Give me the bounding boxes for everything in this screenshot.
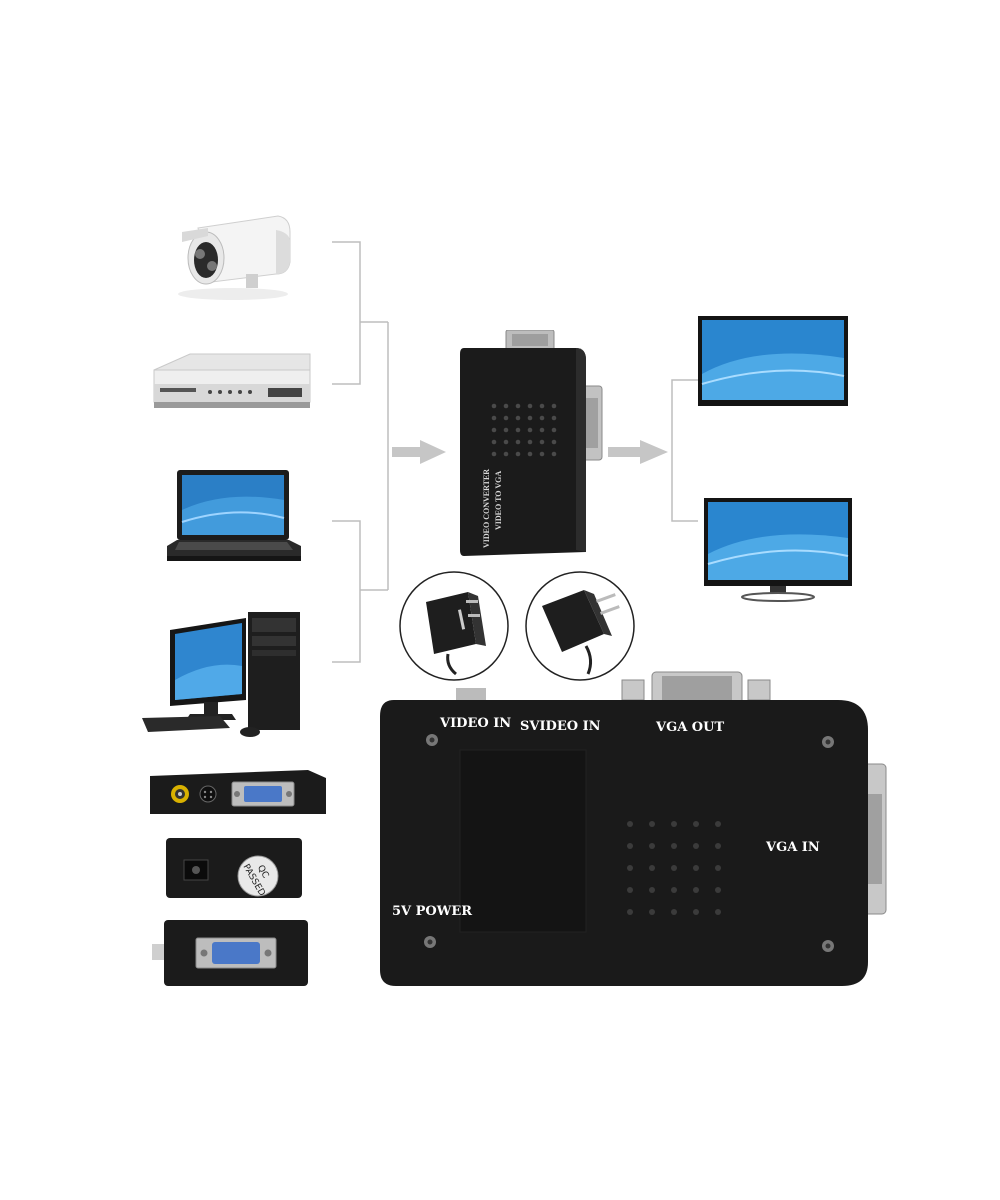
power-adapter-us-image — [399, 571, 509, 681]
monitor-bottom-image — [704, 498, 852, 602]
label-5v-power: 5V POWER — [392, 904, 473, 919]
converter-label-line2: VIDEO TO VGA — [494, 470, 503, 530]
small-converter-device: VIDEO CONVERTER VIDEO TO VGA — [458, 330, 618, 562]
label-video-in: VIDEO IN — [440, 716, 512, 731]
desktop-computer-image — [142, 612, 300, 737]
laptop-image — [167, 470, 301, 561]
converter-front-ports-image — [150, 770, 326, 814]
label-svideo-in: SVIDEO IN — [520, 719, 601, 734]
monitor-top-image — [698, 316, 848, 406]
security-camera-image — [178, 215, 291, 300]
main-converter-device: VIDEO IN SVIDEO IN VGA OUT VGA IN 5V POW… — [372, 664, 892, 992]
converter-side-power-image: QC PASSED — [166, 838, 302, 898]
power-adapter-eu-image — [525, 571, 635, 681]
converter-back-vga-image — [152, 920, 308, 986]
label-vga-in: VGA IN — [766, 840, 820, 855]
label-vga-out: VGA OUT — [656, 720, 725, 735]
dvd-player-image — [153, 353, 311, 408]
converter-label-line1: VIDEO CONVERTER — [482, 468, 491, 548]
